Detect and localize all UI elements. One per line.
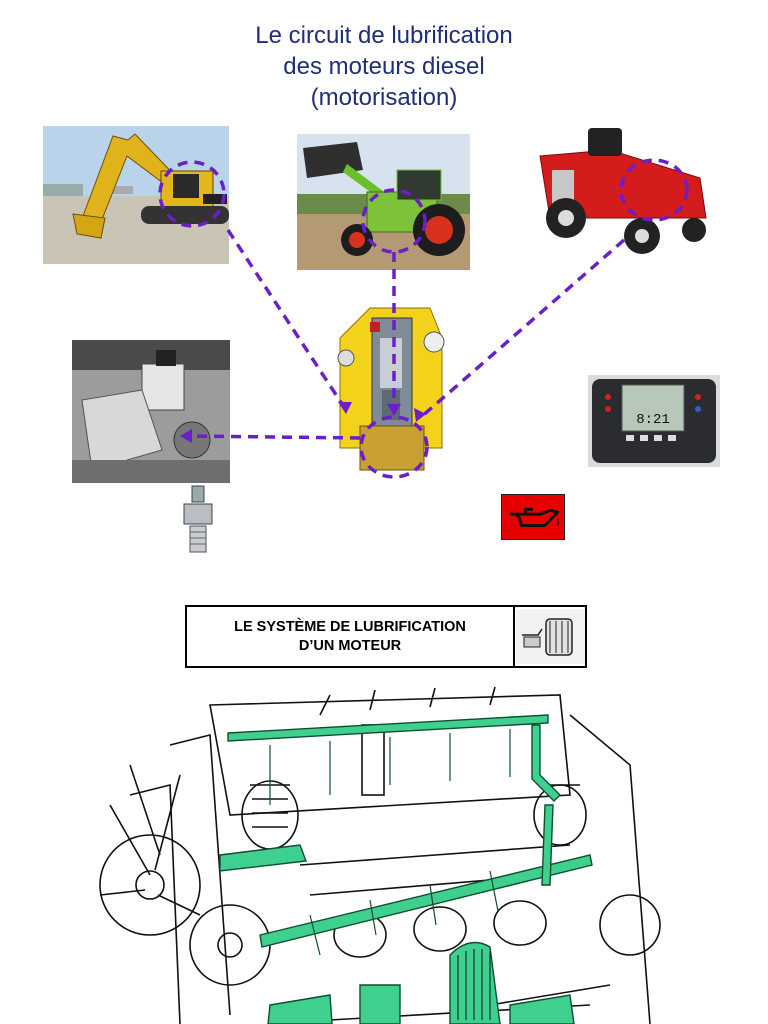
oil-can-icon xyxy=(510,507,560,528)
system-title-box: LE SYSTÈME DE LUBRIFICATION D’UN MOTEUR xyxy=(185,605,587,668)
pressure-switch-photo xyxy=(180,484,216,556)
system-title-line-2: D’UN MOTEUR xyxy=(298,637,402,654)
excavator-photo xyxy=(43,126,229,264)
system-title: LE SYSTÈME DE LUBRIFICATION D’UN MOTEUR xyxy=(187,607,515,666)
oil-warning-light xyxy=(501,494,565,540)
title-line-1: Le circuit de lubrification xyxy=(255,22,513,49)
oil-filter-icon xyxy=(516,609,585,664)
engine-lubrication-diagram xyxy=(70,685,710,1024)
oil-filter xyxy=(449,941,501,1024)
oil-pressure-sensor-photo xyxy=(72,340,230,483)
page-title: Le circuit de lubrification des moteurs … xyxy=(184,20,584,113)
system-title-line-1: LE SYSTÈME DE LUBRIFICATION xyxy=(234,618,466,635)
dashboard-time: 8:21 xyxy=(636,412,670,428)
tractor-photo xyxy=(297,134,470,270)
title-line-3: (motorisation) xyxy=(310,84,458,111)
title-line-2: des moteurs diesel xyxy=(283,53,485,80)
main-oil-gallery xyxy=(259,854,593,948)
ride-on-mower-photo xyxy=(530,126,712,262)
engine-cutaway-photo xyxy=(330,298,450,476)
dashboard-display-photo: 8:21 xyxy=(588,375,720,467)
rocker-oil-gallery xyxy=(227,714,549,742)
